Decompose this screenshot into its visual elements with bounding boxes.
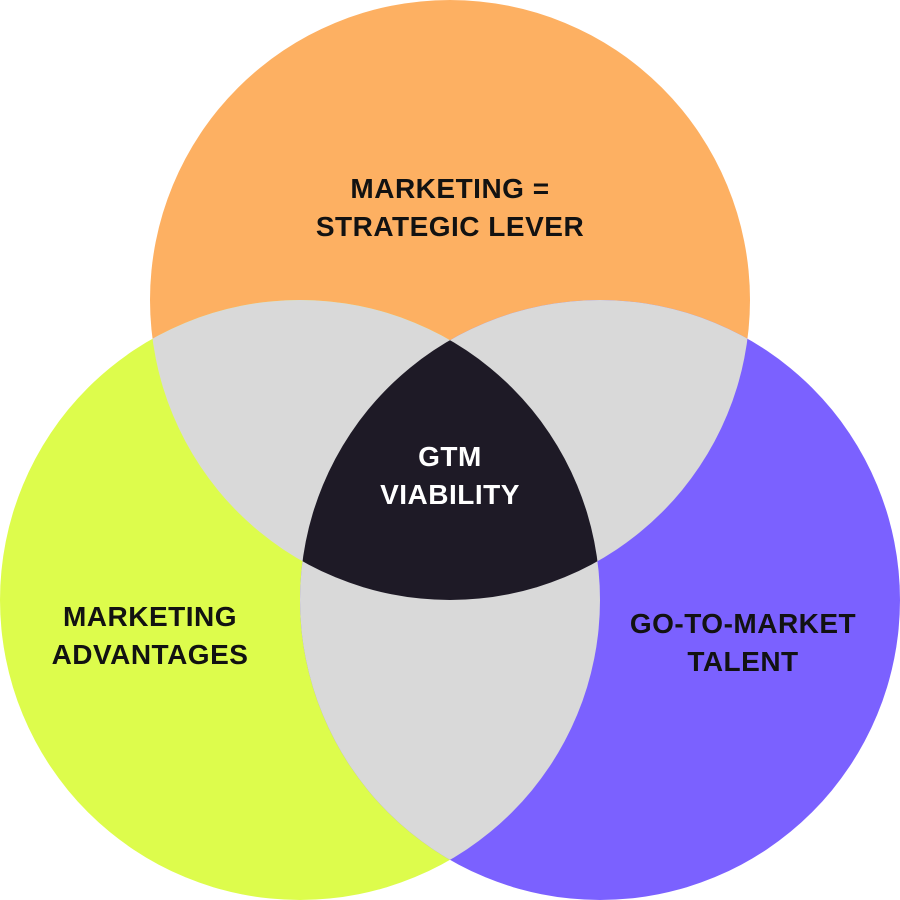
overlap-center-gtm-viability [300,300,600,600]
label-top-line-2: STRATEGIC LEVER [315,211,585,242]
label-top-line-1: MARKETING = [350,173,550,204]
label-right-line-1: GO-TO-MARKET [629,608,857,639]
label-center-line-1: GTM [418,441,482,472]
label-go-to-market-talent: GO-TO-MARKET TALENT [593,605,893,681]
label-gtm-viability: GTM VIABILITY [320,438,580,514]
label-left-line-1: MARKETING [62,601,238,632]
label-left-line-2: ADVANTAGES [51,639,249,670]
label-center-line-2: VIABILITY [380,479,520,510]
label-marketing-strategic-lever: MARKETING = STRATEGIC LEVER [250,170,650,246]
label-right-line-2: TALENT [687,646,799,677]
label-marketing-advantages: MARKETING ADVANTAGES [0,598,300,674]
